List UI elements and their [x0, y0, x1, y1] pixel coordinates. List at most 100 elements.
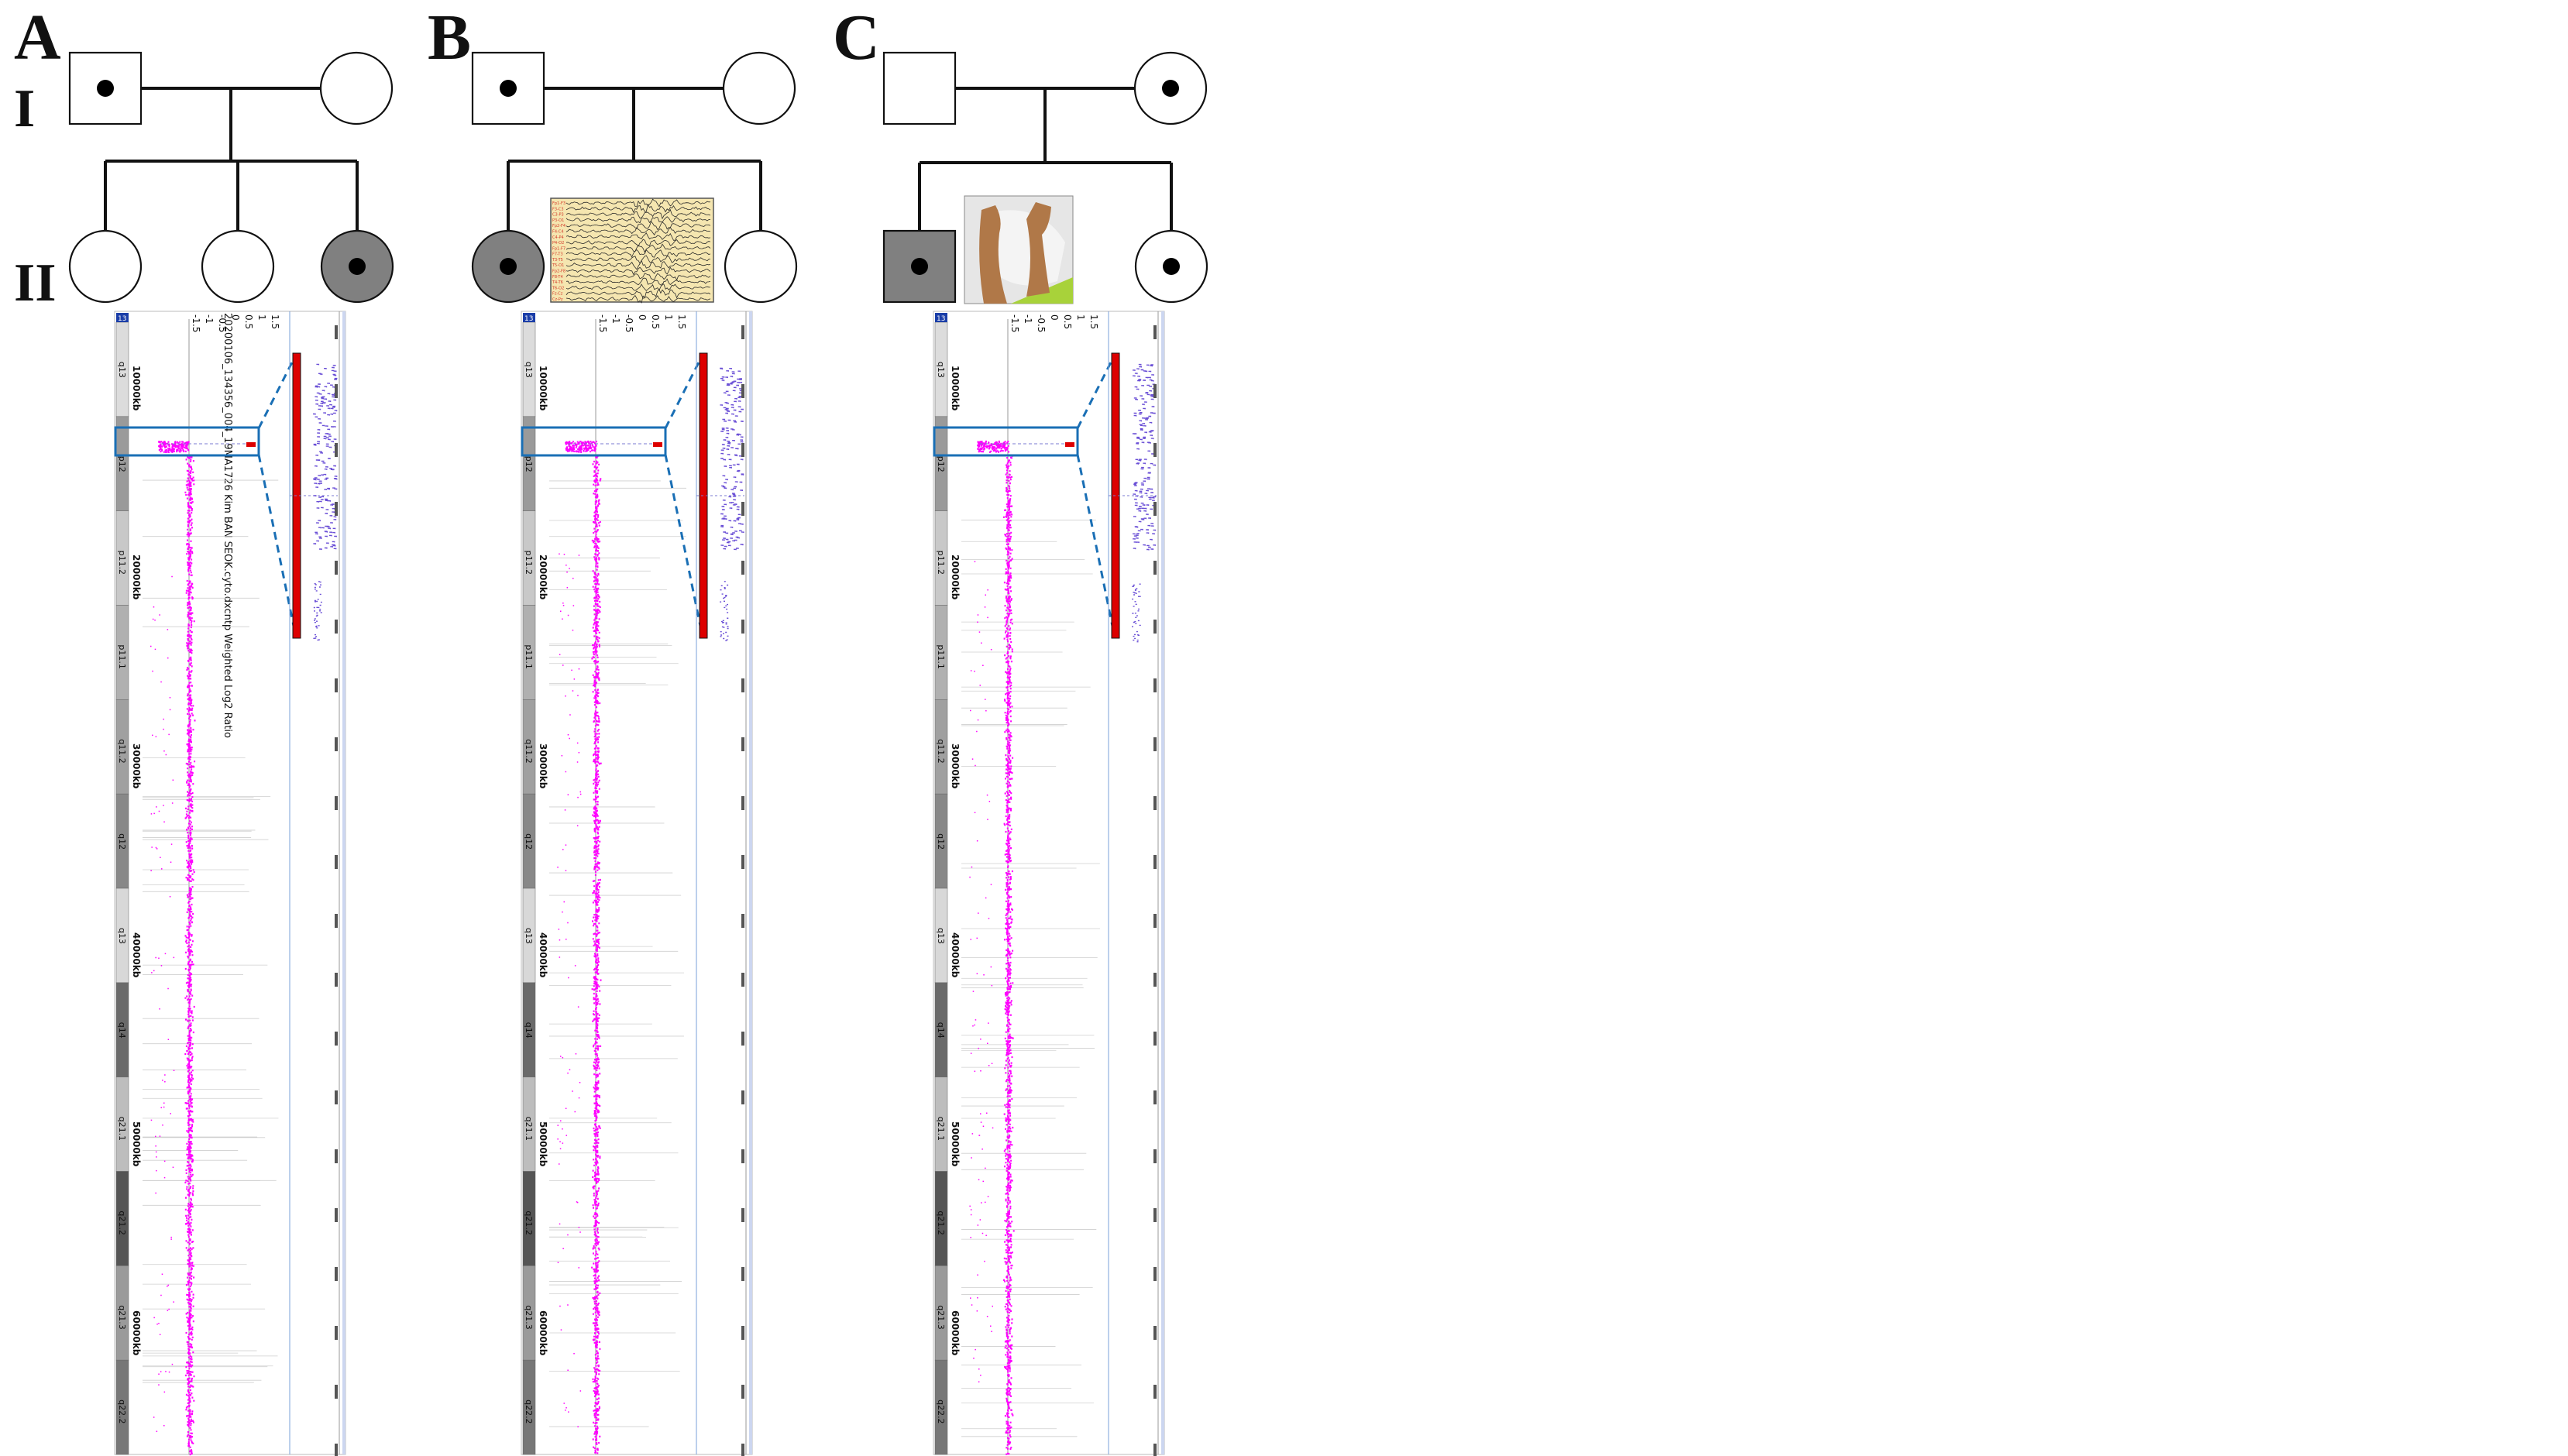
eeg-channel-label: F8-T4: [552, 275, 563, 280]
scale-tick-label: 1.5: [270, 314, 280, 329]
position-label: 30000kb: [131, 743, 142, 789]
band-label: p12: [524, 456, 534, 472]
eeg-trace: [566, 249, 711, 258]
zoom-connector-bottom: [257, 454, 297, 638]
ruler-tick: [335, 502, 338, 516]
array-cgh-plot: q13p12p11.2p11.1q11.2q12q13q14q21.1q21.2…: [933, 311, 1165, 1456]
outlier-points: [557, 553, 582, 1428]
band-label: q13: [524, 928, 534, 944]
scale-tick-label: -1: [610, 314, 621, 324]
band-label: q22.2: [117, 1399, 127, 1423]
band-label: q12: [524, 833, 534, 850]
ruler-tick: [741, 1267, 744, 1281]
chromosome-band: [115, 1359, 129, 1455]
ruler-tick: [1153, 1090, 1157, 1104]
outlier-points: [150, 575, 175, 1433]
mother-carrier-dot: [1162, 80, 1179, 97]
ruler-tick: [741, 384, 744, 398]
ruler-tick: [1153, 1267, 1157, 1281]
ruler-tick: [335, 914, 338, 928]
position-label: 40000kb: [950, 932, 961, 978]
highlight-box: [933, 426, 1079, 457]
scale-tick-label: -1: [1023, 314, 1033, 324]
zoom-scrollbar: [749, 311, 752, 1454]
band-label: q21.2: [117, 1210, 127, 1235]
ruler-tick: [1153, 855, 1157, 869]
mother-female-circle: [319, 51, 394, 125]
eeg-channel-label: T6-O2: [552, 286, 564, 290]
eeg-channel-label: T3-T5: [552, 258, 563, 263]
plot-frame: [933, 311, 1165, 1455]
eeg-channel-label: Cz-Pz: [552, 297, 563, 302]
father-carrier-dot: [500, 80, 517, 97]
ruler-tick: [1153, 1385, 1157, 1399]
ruler-tick: [741, 1090, 744, 1104]
ruler-tick: [1153, 502, 1157, 516]
child-2-female-circle: [201, 229, 275, 304]
ruler-tick: [335, 561, 338, 575]
band-label: p11.1: [936, 644, 946, 668]
position-label: 20000kb: [131, 555, 142, 600]
position-label: 40000kb: [538, 932, 548, 978]
probe-points: [565, 440, 602, 1454]
ruler-tick: [741, 1032, 744, 1046]
eeg-channel-label: Fp1-F3: [552, 201, 566, 206]
position-label: 20000kb: [950, 555, 961, 600]
scale-tick-label: -1.5: [597, 314, 608, 332]
eeg-channel-label: P4-O2: [552, 241, 564, 246]
zoom-connector-bottom: [1076, 454, 1116, 638]
band-label: p11.2: [117, 551, 127, 575]
chromosome-band: [934, 1359, 948, 1455]
band-label: q21.1: [936, 1117, 946, 1141]
mother-female-circle: [722, 51, 796, 125]
eeg-channel-label: C3-P3: [552, 213, 564, 218]
band-label: q14: [524, 1022, 534, 1039]
scale-tick-label: 0: [230, 314, 241, 321]
ruler-tick: [741, 973, 744, 987]
ruler-tick: [1153, 1032, 1157, 1046]
ruler-tick: [741, 1326, 744, 1340]
scale-tick-label: 0.5: [650, 314, 661, 329]
ruler-tick: [1153, 796, 1157, 810]
plot-frame: [521, 311, 753, 1455]
band-label: q22.2: [524, 1399, 534, 1423]
scale-tick-label: 1: [663, 314, 674, 321]
panel-A: AIIIq13p12p11.2p11.1q11.2q12q13q14q21.1q…: [14, 2, 394, 1456]
array-cgh-plot: q13p12p11.2p11.1q11.2q12q13q14q21.1q21.2…: [114, 311, 346, 1456]
father-male-square: [882, 51, 957, 125]
ruler-tick: [741, 678, 744, 692]
ruler-tick: [741, 1444, 744, 1456]
father-carrier-dot: [97, 80, 114, 97]
eeg-trace: [566, 203, 711, 214]
chromosome-number: 13: [118, 315, 126, 323]
eeg-trace: [566, 198, 711, 208]
probe-points: [158, 441, 196, 1456]
highlight-box: [521, 426, 667, 457]
ruler-tick: [741, 796, 744, 810]
ruler-tick: [335, 855, 338, 869]
photo-right-arm: [1026, 202, 1051, 297]
ruler-tick: [741, 1385, 744, 1399]
band-label: q12: [936, 833, 946, 850]
band-label: p11.1: [524, 644, 534, 668]
zoom-scrollbar: [342, 311, 345, 1454]
ruler-tick: [335, 678, 338, 692]
scale-tick-label: 1.5: [1088, 314, 1099, 329]
ruler-tick: [1153, 620, 1157, 634]
band-label: p11.1: [117, 644, 127, 668]
ruler-tick: [1153, 1149, 1157, 1163]
ruler-tick: [741, 1149, 744, 1163]
eeg-trace: [566, 227, 711, 236]
scale-tick-label: 0.5: [1062, 314, 1073, 329]
ruler-tick: [741, 855, 744, 869]
ruler-tick: [335, 1090, 338, 1104]
eeg-trace: [566, 294, 711, 304]
scale-tick-label: 1: [256, 314, 267, 321]
chromosome-tag: [116, 313, 129, 322]
ruler-tick: [741, 737, 744, 751]
band-label: q11.2: [524, 739, 534, 763]
ruler-tick: [335, 796, 338, 810]
ruler-tick: [1153, 325, 1157, 339]
gene-track-features: [720, 367, 744, 641]
